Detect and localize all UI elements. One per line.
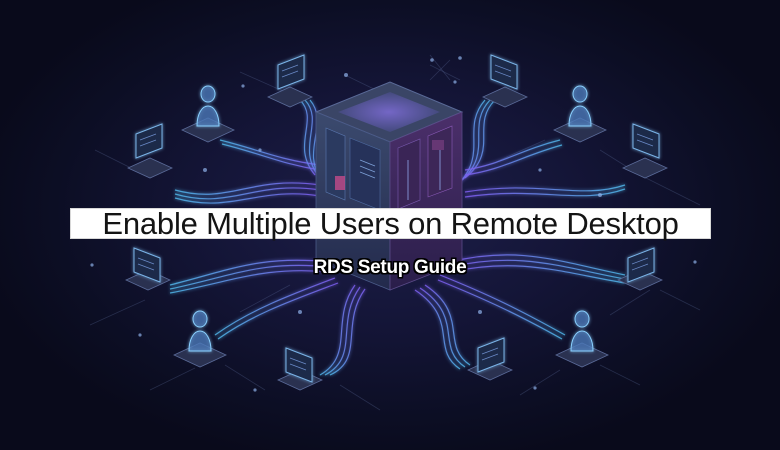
- monitor-icon: [467, 337, 513, 381]
- monitor-nodes: [125, 54, 668, 391]
- server-icon: [314, 81, 464, 291]
- monitor-icon: [482, 54, 528, 108]
- monitor-icon: [617, 247, 663, 291]
- subtitle: RDS Setup Guide: [313, 257, 467, 278]
- monitor-icon: [277, 347, 323, 391]
- user-nodes: [173, 85, 609, 368]
- grid-lines: [89, 54, 701, 411]
- monitor-icon: [125, 247, 171, 291]
- page-title: Enable Multiple Users on Remote Desktop: [102, 206, 679, 241]
- user-icon: [553, 85, 607, 143]
- user-icon: [173, 310, 227, 368]
- user-icon: [555, 310, 609, 368]
- node-dots: [90, 56, 697, 392]
- monitor-icon: [267, 54, 313, 108]
- wire-bundles: [169, 99, 626, 376]
- monitor-icon: [622, 123, 668, 179]
- user-icon: [181, 85, 235, 143]
- title-banner: Enable Multiple Users on Remote Desktop: [70, 208, 711, 239]
- monitor-icon: [127, 123, 173, 179]
